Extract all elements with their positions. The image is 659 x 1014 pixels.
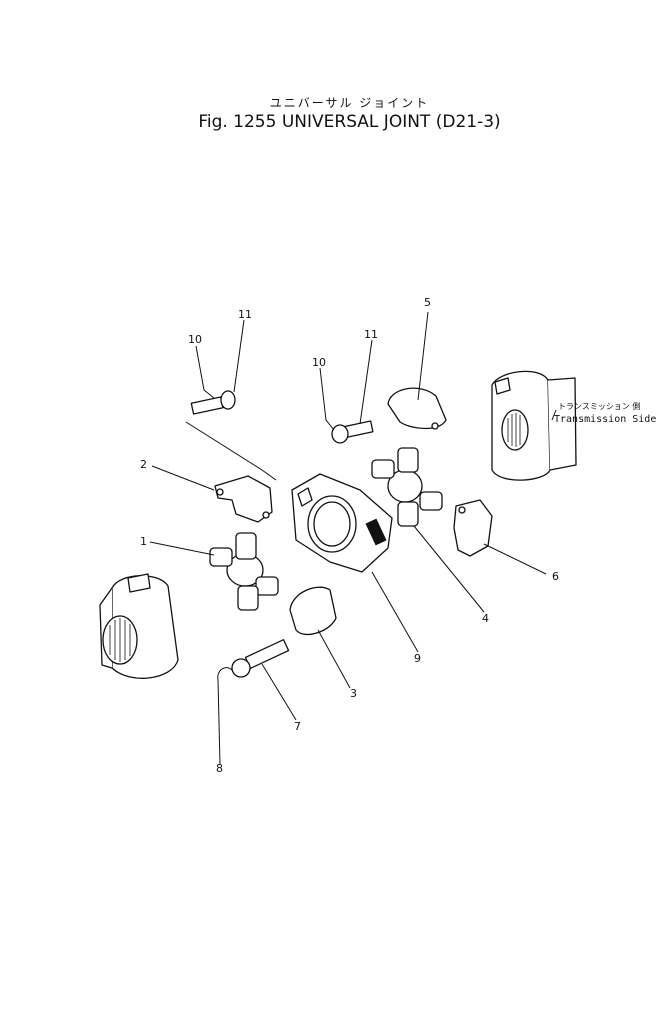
bearing-cap-5: [387, 387, 447, 430]
cross-spider-4: [371, 447, 443, 527]
bolt-7: [231, 639, 290, 678]
leader-5: [417, 311, 429, 401]
callout-3: 3: [350, 687, 357, 700]
cap-2-hole-a: [216, 488, 224, 496]
cap-6-hole: [458, 506, 466, 514]
callout-7: 7: [294, 720, 301, 733]
callout-8: 8: [216, 762, 223, 775]
leader-6: [483, 543, 547, 575]
bearing-cap-6: [453, 499, 493, 557]
leader-8: [217, 667, 233, 765]
leader-10-center: [319, 367, 335, 431]
callout-10-center: 10: [312, 356, 326, 369]
bearing-cap-2: [214, 475, 273, 523]
callout-5: 5: [424, 296, 431, 309]
leader-3: [317, 629, 351, 689]
leader-11-left: [233, 319, 245, 393]
bolt-11-center: [331, 420, 374, 444]
callout-2: 2: [140, 458, 147, 471]
callout-11-left: 11: [238, 308, 252, 321]
leader-1: [149, 541, 215, 556]
leader-11-center: [359, 339, 373, 425]
center-flange: [291, 473, 393, 573]
callout-4: 4: [482, 612, 489, 625]
cap-5-hole: [431, 422, 439, 430]
leader-9: [371, 571, 419, 653]
cap-2-hole-b: [262, 511, 270, 519]
bearing-cap-3: [289, 586, 337, 635]
leader-7: [261, 663, 297, 721]
transmission-side-label-jp: トランスミッション 側: [558, 401, 640, 411]
title-japanese: ユニバーサル ジョイント: [269, 96, 430, 110]
callout-9: 9: [414, 652, 421, 665]
callout-6: 6: [552, 570, 559, 583]
callout-10-left: 10: [188, 333, 202, 346]
transmission-yoke: [491, 370, 577, 481]
leader-2: [151, 465, 215, 491]
cross-spider-1: [209, 532, 279, 611]
callout-11-center: 11: [364, 328, 378, 341]
figure-title: Fig. 1255 UNIVERSAL JOINT (D21-3): [198, 112, 501, 132]
bolt-11-left: [190, 390, 236, 415]
leader-4: [413, 525, 485, 613]
callout-1: 1: [140, 535, 147, 548]
engine-side-yoke: [99, 573, 179, 679]
leader-bolt-link: [185, 421, 277, 481]
transmission-side-label: Transmission Side: [554, 414, 656, 425]
leader-10-left: [195, 345, 215, 399]
leader-transmission: [551, 409, 557, 421]
